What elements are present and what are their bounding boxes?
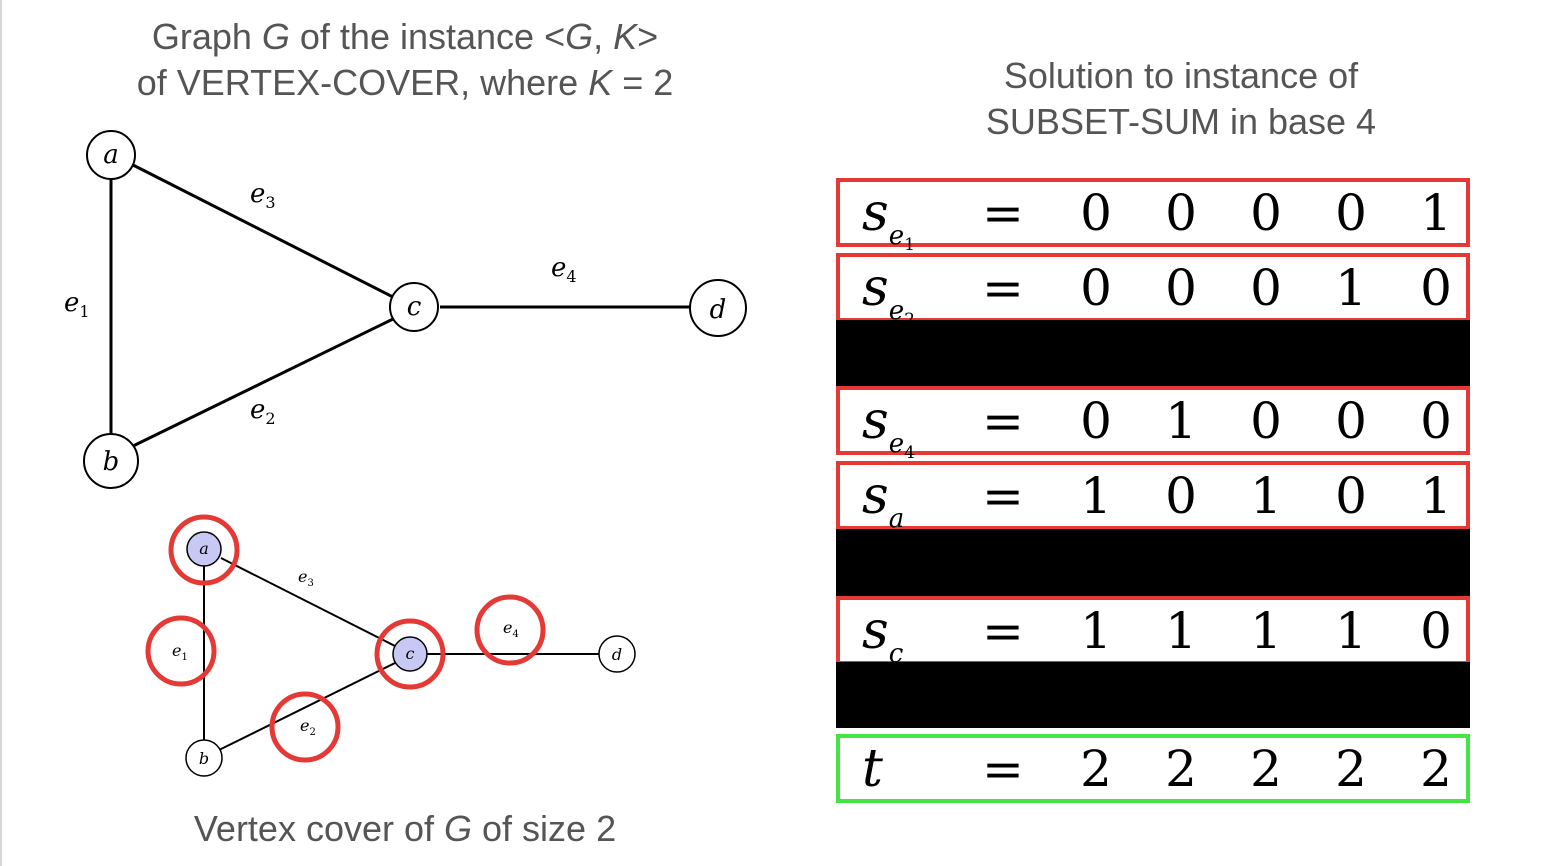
row-digit: 0 [1420, 602, 1452, 660]
vertex-b [83, 433, 139, 489]
cover-vertex-b [185, 739, 223, 777]
redacted-row [836, 662, 1470, 728]
cover-highlight-e2 [269, 691, 341, 763]
row-digit: 0 [1335, 467, 1367, 525]
row-symbol: sa [862, 466, 905, 534]
row-digit: 0 [1165, 467, 1197, 525]
row-digit: 1 [1335, 602, 1367, 660]
row-digit: 1 [1250, 602, 1282, 660]
row-digit: 0 [1080, 392, 1112, 450]
equals-sign: = [982, 184, 1024, 242]
redacted-row [836, 320, 1470, 386]
row-digit: 1 [1420, 184, 1452, 242]
row-digit: 0 [1080, 184, 1112, 242]
equals-sign: = [982, 602, 1024, 660]
row-digit: 0 [1250, 184, 1282, 242]
row-digit: 1 [1080, 467, 1112, 525]
vertex-c-label: c [407, 292, 422, 322]
row-symbol: se4 [862, 391, 915, 463]
graph-title-line1: Graph G of the instance <G, K> [151, 16, 659, 57]
solution-title-line1: Solution to instance of [1003, 55, 1359, 96]
edge-e4-label: e4 [551, 253, 577, 286]
cover-edge-e3-label: e3 [298, 567, 314, 589]
row-digit: 2 [1250, 740, 1282, 798]
edge-e2-label: e2 [250, 395, 276, 428]
row-symbol: se1 [862, 183, 915, 255]
vertex-a-label: a [103, 140, 119, 170]
cover-vertex-c-label: c [406, 644, 415, 663]
equals-sign: = [982, 740, 1024, 798]
graph-title-line2: of VERTEX-COVER, where K = 2 [136, 62, 674, 103]
row-digit: 0 [1335, 184, 1367, 242]
cover-edge-e1-label: e1 [172, 641, 188, 663]
vertex-c [389, 282, 439, 332]
row-digit: 1 [1250, 467, 1282, 525]
cover-highlight-c [374, 618, 446, 690]
cover-vertex-d-label: d [612, 645, 622, 664]
cover-vertex-c [392, 636, 428, 672]
cover-highlight-e1 [145, 615, 217, 687]
row-symbol: sc [862, 601, 904, 669]
vertex-d-label: d [710, 295, 727, 325]
row-digit: 0 [1250, 259, 1282, 317]
graph-title: Graph G of the instance <G, K> of VERTEX… [95, 14, 715, 106]
edge-e3 [132, 163, 394, 299]
redacted-row [836, 529, 1470, 596]
equals-sign: = [982, 259, 1024, 317]
row-digit: 2 [1335, 740, 1367, 798]
graph-cover [203, 557, 599, 751]
vertex-b-label: b [103, 447, 120, 477]
row-digit: 2 [1420, 740, 1452, 798]
row-digit: 1 [1165, 602, 1197, 660]
cover-vertex-b-label: b [199, 749, 209, 768]
row-digit: 0 [1420, 259, 1452, 317]
row-digit: 0 [1080, 259, 1112, 317]
row-digit: 2 [1165, 740, 1197, 798]
row-digit: 1 [1335, 259, 1367, 317]
edge-e3-label: e3 [250, 179, 276, 212]
cover-vertex-a-label: a [199, 539, 209, 558]
row-symbol: t [862, 739, 883, 799]
row-digit: 1 [1165, 392, 1197, 450]
edge-e2 [130, 317, 394, 449]
vertex-a [86, 130, 136, 180]
left-border [0, 0, 2, 866]
row-digit: 0 [1165, 184, 1197, 242]
cover-vertex-d [598, 635, 636, 673]
solution-title: Solution to instance of SUBSET-SUM in ba… [876, 53, 1486, 145]
row-digit: 0 [1165, 259, 1197, 317]
edge-e1-label: e1 [64, 288, 90, 321]
solution-title-line2: SUBSET-SUM in base 4 [985, 101, 1377, 142]
cover-caption: Vertex cover of G of size 2 [193, 808, 617, 849]
equals-sign: = [982, 392, 1024, 450]
cover-edge-e2-label: e2 [300, 716, 316, 738]
graph-g [109, 163, 692, 449]
cover-vertex-a [186, 531, 222, 567]
equals-sign: = [982, 467, 1024, 525]
row-digit: 2 [1080, 740, 1112, 798]
row-digit: 0 [1335, 392, 1367, 450]
cover-edge-e4-label: e4 [503, 618, 519, 640]
cover-highlight-e4 [474, 594, 546, 666]
row-digit: 1 [1420, 467, 1452, 525]
row-digit: 0 [1250, 392, 1282, 450]
row-digit: 1 [1080, 602, 1112, 660]
vertex-d [689, 279, 747, 337]
row-digit: 0 [1420, 392, 1452, 450]
cover-highlight-a [168, 514, 240, 586]
